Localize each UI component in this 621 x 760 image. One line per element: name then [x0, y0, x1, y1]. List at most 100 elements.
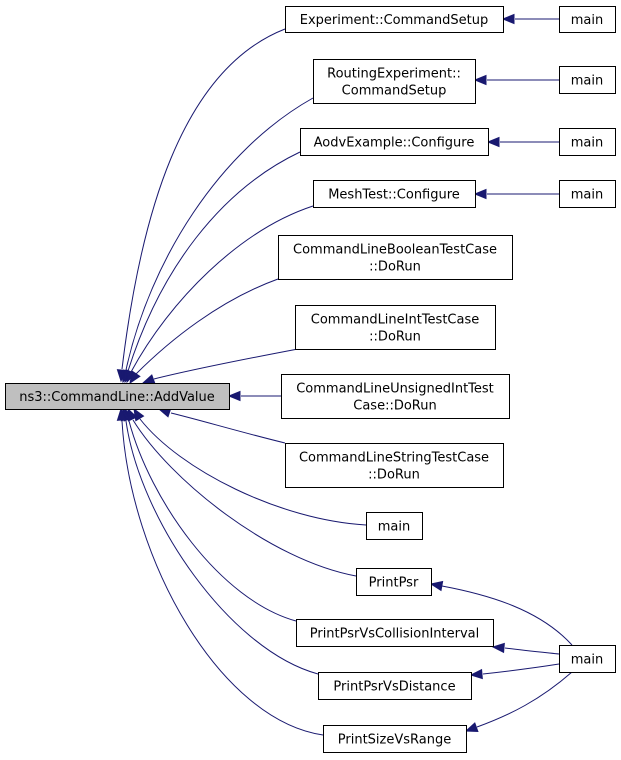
node-root: ns3::CommandLine::AddValue — [5, 383, 230, 410]
node-mainMid[interactable]: main — [366, 512, 423, 540]
node-psrColl[interactable]: PrintPsrVsCollisionInterval — [296, 619, 494, 647]
arrowhead — [486, 136, 500, 148]
node-label-line: main — [571, 13, 603, 28]
edge-line — [121, 420, 324, 736]
edge-boolTC-to-root — [129, 278, 279, 385]
edge-line — [125, 420, 319, 675]
node-main3[interactable]: main — [559, 128, 616, 156]
node-box — [559, 645, 616, 673]
graph-nodes: ns3::CommandLine::AddValue Experiment::Co… — [5, 6, 616, 753]
node-label-line: PrintSizeVsRange — [338, 733, 451, 748]
node-box — [295, 305, 496, 350]
node-box — [318, 672, 472, 700]
arrowhead — [133, 407, 145, 422]
node-label-line: PrintPsr — [369, 576, 419, 591]
node-label-line: main — [378, 520, 410, 535]
node-psr[interactable]: PrintPsr — [356, 568, 432, 596]
edge-line — [127, 151, 301, 372]
node-intTC[interactable]: CommandLineIntTestCase::DoRun — [295, 305, 496, 350]
edge-main4-to-mesh — [473, 188, 559, 200]
edge-line — [504, 647, 560, 655]
node-label-line: Experiment::CommandSetup — [300, 13, 489, 28]
node-label-line: main — [571, 136, 603, 151]
arrowhead — [429, 580, 444, 592]
node-label-line: main — [571, 653, 603, 668]
edge-strTC-to-root — [157, 407, 286, 444]
node-box — [5, 383, 230, 410]
node-box — [559, 180, 616, 208]
node-box — [278, 235, 513, 280]
edge-intTC-to-root — [141, 348, 299, 384]
node-label-line: CommandLineBooleanTestCase — [293, 243, 497, 258]
node-label-line: ::DoRun — [369, 330, 421, 345]
node-label-line: RoutingExperiment:: — [327, 67, 461, 82]
node-label-line: AodvExample::Configure — [314, 136, 475, 151]
node-box — [285, 443, 504, 488]
node-label-line: CommandLineUnsignedIntTest — [296, 382, 494, 397]
node-box — [313, 180, 476, 208]
edge-uintTC-to-root — [227, 390, 281, 402]
node-main1[interactable]: main — [559, 6, 616, 33]
edge-line — [170, 412, 286, 444]
edge-line — [441, 585, 573, 646]
edge-line — [121, 28, 286, 370]
node-main4[interactable]: main — [559, 180, 616, 208]
edge-line — [135, 278, 279, 375]
node-boolTC[interactable]: CommandLineBooleanTestCase::DoRun — [278, 235, 513, 280]
edge-main2-to-routing — [473, 74, 559, 86]
edge-line — [139, 418, 367, 526]
node-label-line: CommandSetup — [342, 84, 447, 99]
node-box — [281, 374, 510, 419]
edge-line — [125, 97, 314, 371]
node-box — [296, 619, 494, 647]
edge-main5-to-psrDist — [469, 663, 560, 680]
edge-sizeRange-to-root — [116, 407, 324, 736]
node-label-line: CommandLineStringTestCase — [299, 451, 489, 466]
node-box — [300, 128, 489, 156]
node-psrDist[interactable]: PrintPsrVsDistance — [318, 672, 472, 700]
node-exp[interactable]: Experiment::CommandSetup — [285, 6, 504, 33]
arrowhead — [141, 374, 156, 384]
node-routing[interactable]: RoutingExperiment::CommandSetup — [313, 59, 476, 104]
arrowhead — [501, 13, 515, 25]
node-box — [356, 568, 432, 596]
edge-main3-to-aodv — [486, 136, 559, 148]
edge-main5-to-psr — [429, 580, 573, 646]
node-strTC[interactable]: CommandLineStringTestCase::DoRun — [285, 443, 504, 488]
edge-main1-to-exp — [501, 13, 559, 25]
arrowhead — [473, 74, 487, 86]
node-label-line: MeshTest::Configure — [328, 188, 460, 203]
graph-edges — [116, 13, 573, 736]
node-box — [323, 725, 467, 753]
node-label-line: ::DoRun — [368, 468, 420, 483]
arrowhead — [129, 370, 141, 385]
node-label-line: CommandLineIntTestCase — [311, 313, 480, 328]
edge-main5-to-psrColl — [491, 642, 560, 655]
node-box — [559, 6, 616, 33]
node-box — [559, 128, 616, 156]
node-label-line: Case::DoRun — [353, 399, 436, 414]
arrowhead — [469, 668, 483, 680]
node-label-line: PrintPsrVsDistance — [333, 680, 455, 695]
node-main5[interactable]: main — [559, 645, 616, 673]
node-sizeRange[interactable]: PrintSizeVsRange — [323, 725, 467, 753]
arrowhead — [491, 642, 505, 654]
node-label-line: main — [571, 74, 603, 89]
node-label-line: ns3::CommandLine::AddValue — [19, 390, 215, 405]
node-box — [559, 66, 616, 94]
node-main2[interactable]: main — [559, 66, 616, 94]
edge-exp-to-root — [116, 28, 286, 383]
edge-line — [153, 348, 299, 380]
node-aodv[interactable]: AodvExample::Configure — [300, 128, 489, 156]
node-mesh[interactable]: MeshTest::Configure — [313, 180, 476, 208]
edge-psrColl-to-root — [123, 407, 297, 622]
edge-line — [128, 420, 297, 622]
node-box — [285, 6, 504, 33]
arrowhead — [464, 722, 479, 732]
arrowhead — [227, 390, 241, 402]
edge-line — [130, 205, 314, 373]
node-label-line: main — [571, 188, 603, 203]
edge-main5-to-sizeRange — [464, 671, 573, 732]
